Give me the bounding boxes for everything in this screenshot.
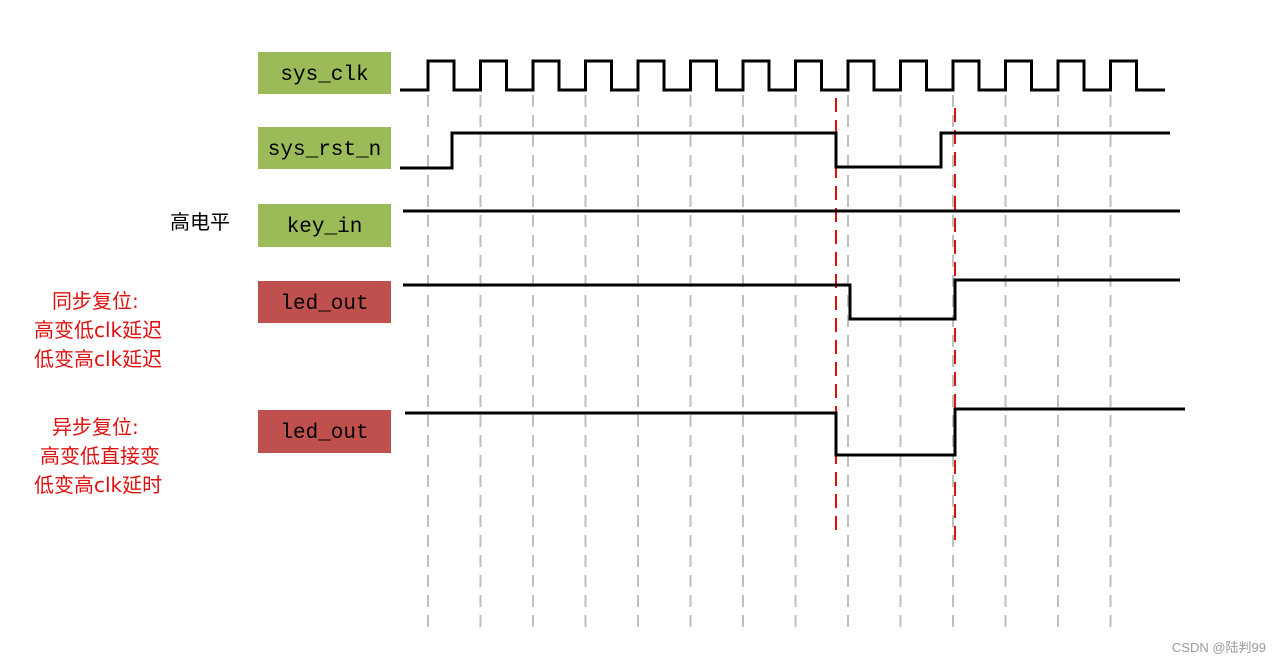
async-reset-note-rise: 低变高clk延时: [34, 473, 162, 497]
key-in-level-note: 高电平: [170, 210, 230, 234]
signal-label-box-sys-clk: [258, 52, 391, 94]
waveform-led-out-async: [405, 407, 1185, 457]
signal-label-key-in: key_in: [287, 216, 363, 239]
signal-label-box-led-out-async: [258, 410, 391, 453]
waveform-led-out-sync: [403, 278, 1180, 321]
async-reset-note-title: 异步复位:: [52, 415, 139, 439]
waveform-sys-rst-n: [400, 131, 1170, 170]
waveform-sys-clk: [400, 59, 1165, 92]
sync-reset-note-fall: 高变低clk延迟: [34, 318, 162, 342]
signal-label-box-sys-rst-n: [258, 127, 391, 169]
reset-markers: [835, 98, 956, 545]
signal-row-led-out-async: 异步复位: 高变低直接变 低变高clk延时 led_out: [34, 407, 1185, 497]
signal-row-led-out-sync: 同步复位: 高变低clk延迟 低变高clk延迟 led_out: [34, 278, 1180, 371]
signal-label-sys-clk: sys_clk: [280, 64, 368, 87]
signal-label-led-out-async: led_out: [280, 422, 368, 445]
clock-grid-lines: [427, 95, 1112, 634]
signal-label-led-out-sync: led_out: [280, 293, 368, 316]
sync-reset-note-title: 同步复位:: [52, 289, 139, 313]
watermark: CSDN @陆判99: [1171, 640, 1266, 655]
signal-label-sys-rst-n: sys_rst_n: [268, 139, 381, 162]
signal-label-box-led-out-sync: [258, 281, 391, 323]
signal-row-key-in: 高电平 key_in: [170, 204, 1180, 247]
sync-reset-note-rise: 低变高clk延迟: [34, 347, 162, 371]
signal-row-sys-rst-n: sys_rst_n: [258, 127, 1170, 170]
signal-row-sys-clk: sys_clk: [258, 52, 1165, 94]
signal-label-box-key-in: [258, 204, 391, 247]
async-reset-note-fall: 高变低直接变: [40, 444, 160, 468]
